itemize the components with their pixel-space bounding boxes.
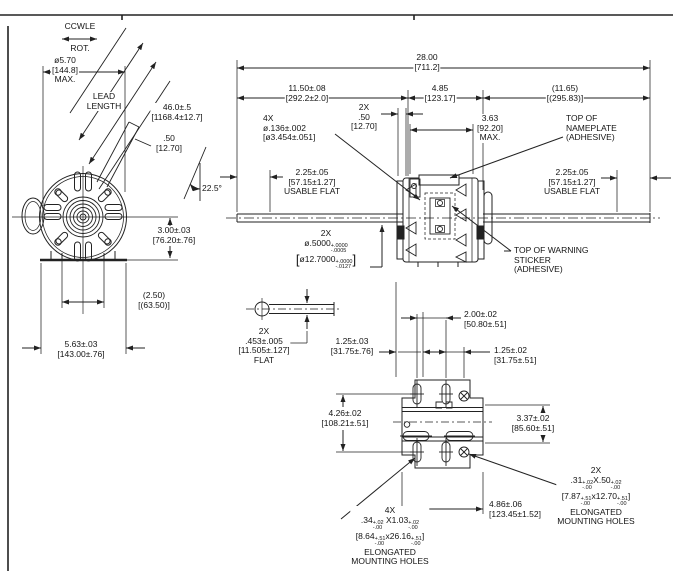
shaft-flat-detail bbox=[246, 282, 440, 377]
sheet-border bbox=[0, 14, 673, 571]
dim-usable-flat-left: 2.25±.05[57.15±1.27]USABLE FLAT bbox=[282, 167, 342, 197]
front-view bbox=[12, 27, 207, 354]
rotation-rot-label: ROT. bbox=[69, 43, 91, 54]
warning-sticker bbox=[424, 192, 456, 240]
dim-usable-flat-right: 2.25±.05[57.15±1.27]USABLE FLAT bbox=[542, 167, 602, 197]
dim-lead-length: 46.0±.5[1168.4±12.7] bbox=[150, 102, 204, 122]
bottom-view bbox=[336, 314, 561, 520]
dim-slot-spacing-125: 1.25±.02[31.75±.51] bbox=[493, 345, 538, 365]
dim-frame-diameter: ø5.70[144.8]MAX. bbox=[51, 55, 79, 85]
dim-foot-spacing: (2.50)[(63.50)] bbox=[137, 290, 171, 310]
dim-shaft-diameter: 2X ø.5000+.0000-.0005 [ø12.7000+.0000-.0… bbox=[294, 228, 358, 271]
lead-lines bbox=[69, 27, 171, 190]
dim-flat-location: 1.25±.03[31.75±.76] bbox=[329, 336, 375, 356]
dim-overall-length: 28.00[711.2] bbox=[413, 52, 441, 72]
dim-bracket-height: 4.26±.02[108.21±.51] bbox=[320, 408, 370, 428]
dim-shaft-step: 2X.50[12.70] bbox=[350, 102, 378, 132]
dim-band-spacing: 3.37±.02[85.60±.51] bbox=[510, 413, 556, 433]
note-elongated-holes-4x: 4X .34+.02-.00 X1.03+.02-.00 [8.64+.51-.… bbox=[350, 505, 430, 567]
dim-lead-angle: 22.5° bbox=[201, 183, 223, 194]
side-view bbox=[220, 60, 671, 268]
dim-right-shaft-length: (11.65)[(295.83)] bbox=[545, 83, 585, 103]
dim-lead-stickout: .50[12.70] bbox=[155, 133, 183, 153]
dim-shaft-height: 3.00±.03[76.20±.76] bbox=[151, 225, 197, 245]
dim-body-length-max: 3.63[92.20]MAX. bbox=[476, 113, 504, 143]
dim-slot-spacing-200: 2.00±.02[50.80±.51] bbox=[463, 309, 508, 329]
dim-base-width: 5.63±.03[143.00±.76] bbox=[56, 339, 106, 359]
angle-dim bbox=[183, 146, 207, 201]
dim-body-span: 4.85[123.17] bbox=[423, 83, 457, 103]
motor-body bbox=[396, 174, 493, 267]
dim-bracket-width: 4.86±.06[123.45±1.52] bbox=[488, 499, 542, 519]
dim-shaft-flat: 2X.453±.005 [11.505±.127]FLAT bbox=[237, 326, 291, 365]
rotation-label: CCWLE bbox=[63, 21, 97, 32]
shaft bbox=[236, 213, 651, 223]
dim-left-shaft-length: 11.50±.08[292.2±2.0] bbox=[284, 83, 330, 103]
nameplate bbox=[418, 174, 460, 186]
